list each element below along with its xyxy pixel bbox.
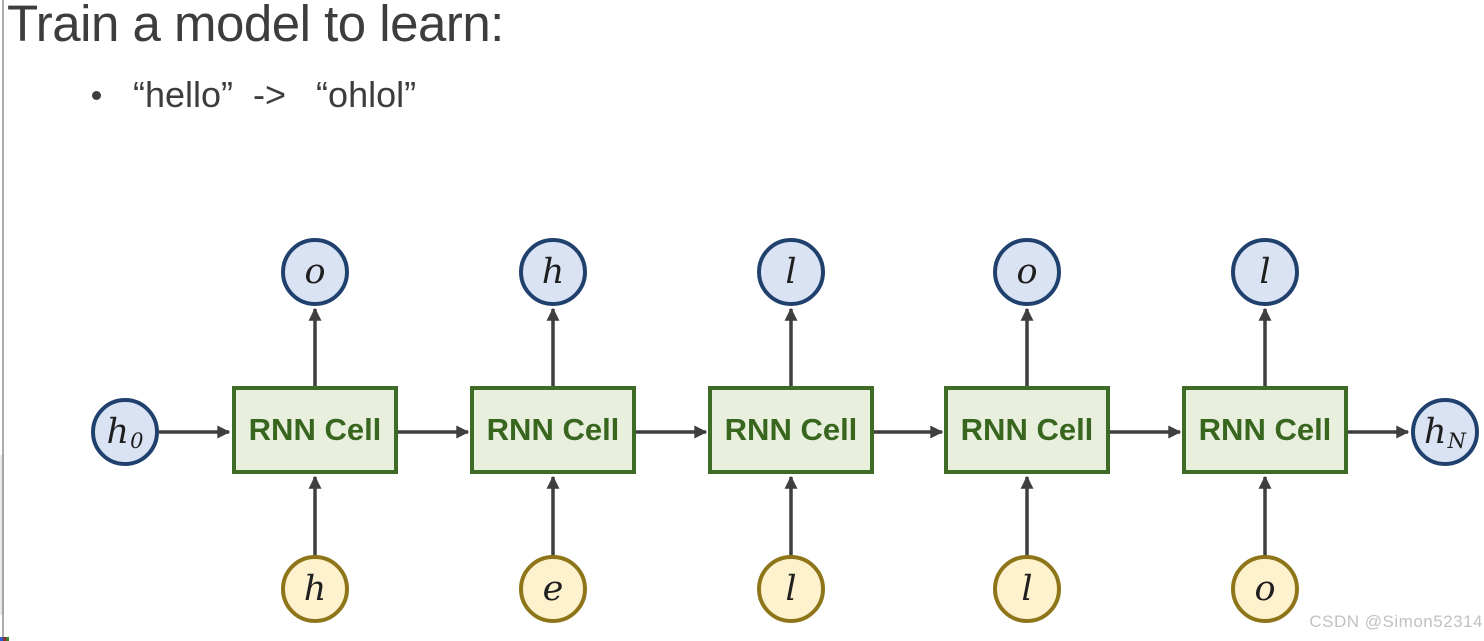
output-label-4: o xyxy=(1016,251,1038,292)
input-node-4: l xyxy=(993,555,1061,623)
rnn-cell-4: RNN Cell xyxy=(944,386,1110,474)
output-node-4: o xyxy=(993,238,1061,306)
output-label-2: h xyxy=(541,251,565,292)
output-node-1: o xyxy=(281,238,349,306)
rnn-cell-5: RNN Cell xyxy=(1182,386,1348,474)
input-node-3: l xyxy=(757,555,825,623)
input-label-1: h xyxy=(303,568,327,609)
watermark: CSDN @Simon52314 xyxy=(1309,612,1483,631)
output-label-5: l xyxy=(1259,251,1271,292)
bottom-left-specks xyxy=(0,637,9,641)
input-label-4: l xyxy=(1021,568,1033,609)
input-label-3: l xyxy=(785,568,797,609)
input-node-1: h xyxy=(281,555,349,623)
speck-red xyxy=(3,637,6,641)
input-node-2: e xyxy=(519,555,587,623)
bullet-dot-icon xyxy=(92,90,101,100)
output-node-5: l xyxy=(1231,238,1299,306)
output-node-2: h xyxy=(519,238,587,306)
input-label-2: e xyxy=(542,568,564,609)
input-label-5: o xyxy=(1254,568,1276,609)
rnn-cell-1: RNN Cell xyxy=(232,386,398,474)
input-node-5: o xyxy=(1231,555,1299,623)
page-title: Train a model to learn: xyxy=(7,0,504,52)
speck-green xyxy=(6,637,9,641)
output-node-3: l xyxy=(757,238,825,306)
bullet-item: “hello” -> “ohlol” xyxy=(92,74,416,116)
output-label-3: l xyxy=(785,251,797,292)
output-label-1: o xyxy=(304,251,326,292)
rnn-cell-3: RNN Cell xyxy=(708,386,874,474)
final-hidden-label: h xyxy=(1424,411,1447,452)
speck-blue xyxy=(0,637,3,641)
left-edge-line xyxy=(2,0,4,637)
initial-hidden-label: h xyxy=(106,411,130,452)
bullet-text: “hello” -> “ohlol” xyxy=(133,74,417,115)
initial-hidden-subscript: 0 xyxy=(130,428,144,453)
final-hidden-subscript: N xyxy=(1447,428,1466,453)
rnn-cell-2: RNN Cell xyxy=(470,386,636,474)
